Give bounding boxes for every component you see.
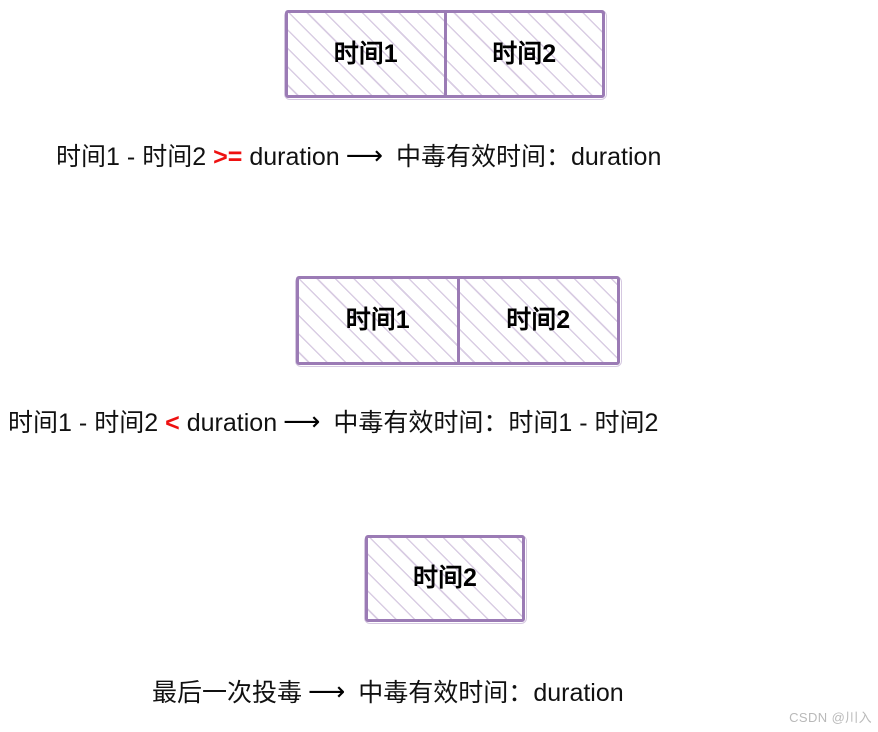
arrow-icon: ⟶ [283, 406, 321, 436]
formula-result-label: 中毒有效时间： [333, 409, 509, 437]
timeline-cell-time2: 时间2 [456, 279, 618, 362]
cell-label: 时间1 [345, 306, 410, 334]
formula-result-label: 中毒有效时间： [395, 143, 571, 171]
timeline-box-case-2: 时间1 时间2 [295, 276, 622, 367]
formula-case-2: 时间1-时间2<duration⟶ 中毒有效时间：时间1 - 时间2 [8, 406, 659, 437]
arrow-icon: ⟶ [345, 140, 383, 170]
formula-minus: - [78, 409, 88, 437]
formula-result-label: 中毒有效时间： [358, 679, 534, 707]
formula-case-1: 时间1-时间2>=duration⟶中毒有效时间：duration [56, 140, 662, 171]
timeline-box-case-1: 时间1 时间2 [284, 10, 607, 100]
arrow-icon: ⟶ [308, 676, 346, 706]
formula-condition: 最后一次投毒 [152, 679, 303, 707]
watermark: CSDN @川入 [789, 710, 872, 725]
timeline-cell-time1: 时间1 [288, 13, 444, 95]
formula-result-value: 时间1 - 时间2 [508, 409, 659, 437]
formula-operator: >= [213, 143, 243, 171]
timeline-box-case-3: 时间2 [364, 535, 527, 624]
cell-label: 时间1 [333, 39, 398, 68]
formula-result-value: duration [533, 679, 624, 707]
formula-minus: - [126, 143, 136, 171]
timeline-cell-time1: 时间1 [299, 279, 457, 362]
formula-lhs-b: 时间2 [94, 409, 159, 437]
timeline-cell-time2: 时间2 [443, 13, 603, 95]
timeline-cell-time2: 时间2 [368, 538, 522, 619]
cell-label: 时间2 [492, 39, 557, 68]
formula-lhs-a: 时间1 [8, 409, 72, 437]
cell-label: 时间2 [506, 306, 571, 334]
formula-case-3: 最后一次投毒⟶ 中毒有效时间：duration [152, 676, 624, 707]
formula-operator: < [165, 409, 180, 437]
formula-result-value: duration [571, 143, 662, 171]
formula-lhs-b: 时间2 [142, 143, 207, 171]
formula-lhs-a: 时间1 [56, 143, 120, 171]
formula-rhs: duration [249, 143, 340, 171]
formula-rhs: duration [186, 409, 278, 437]
cell-label: 时间2 [413, 564, 477, 592]
